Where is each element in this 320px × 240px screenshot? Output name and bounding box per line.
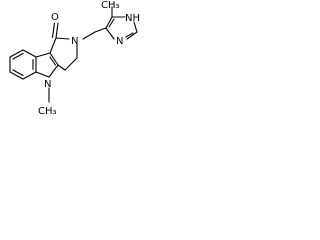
pyrrole-ring xyxy=(35,52,59,78)
carbonyl-oxygen-label: O xyxy=(51,12,59,23)
benzene-ring xyxy=(9,49,37,80)
methylene-linker xyxy=(82,27,107,40)
imidazole-nh-label: NH xyxy=(125,13,140,24)
chemical-structure: O N N CH₃ NH N CH₃ xyxy=(9,0,140,117)
carbonyl-bond xyxy=(51,22,59,39)
indole-n-methyl-label: CH₃ xyxy=(38,106,57,117)
amide-nitrogen-label: N xyxy=(71,36,78,47)
imidazole-n-label: N xyxy=(116,36,123,47)
indole-nitrogen-label: N xyxy=(44,79,51,90)
imidazole-ring xyxy=(105,16,138,40)
lactam-ring xyxy=(49,37,78,71)
imidazole-methyl-label: CH₃ xyxy=(101,0,120,11)
